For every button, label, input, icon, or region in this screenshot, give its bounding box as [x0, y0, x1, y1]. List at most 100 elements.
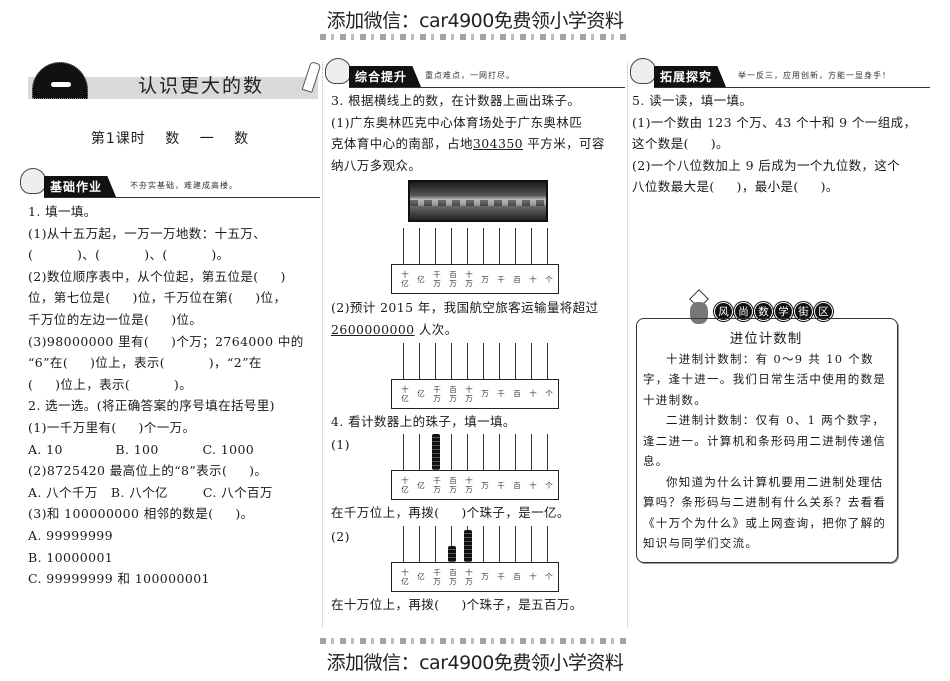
- underlined-number: 2600000000: [331, 321, 415, 337]
- abacus-rod: [419, 342, 420, 379]
- section-motto: 举一反三，应用创新，方能一显身手！: [738, 71, 891, 80]
- place-label: 十: [529, 389, 537, 399]
- cropped-text-line: [320, 34, 630, 40]
- place-label: 千万: [433, 384, 441, 403]
- section-header-extension: 拓展探究 举一反三，应用创新，方能一显身手！: [630, 58, 930, 88]
- place-label: 十亿: [401, 270, 409, 289]
- question-5: 5. 读一读，填一填。 (1)一个数由 123 个万、43 个十和 9 个一组成…: [630, 90, 930, 198]
- text-line: (2)预计 2015 年，我国航空旅客运输量将超过: [331, 300, 599, 316]
- abacus-counter[interactable]: 十亿亿千万百万十万万千百十个: [391, 228, 559, 295]
- abacus-rod: [547, 434, 548, 471]
- place-label: 万: [481, 274, 489, 284]
- column-divider: [322, 62, 323, 627]
- abacus-rods: [391, 342, 559, 379]
- abacus-rod: [483, 434, 484, 471]
- place-label: 百: [513, 572, 521, 582]
- text-line: 位，第七位是( )位，千万位在第( )位，: [28, 290, 287, 306]
- pencil-icon: [301, 61, 322, 93]
- abacus-rod: [531, 342, 532, 379]
- abacus-rod: [515, 434, 516, 471]
- mascot-icon: [20, 168, 46, 194]
- text-line: (2)数位顺序表中，从个位起，第五位是( ): [28, 268, 286, 284]
- place-label: 百万: [449, 270, 457, 289]
- header-circles: 风 尚 数 学 街 区: [714, 301, 833, 321]
- option-line: A. 10 B. 100 C. 1000: [28, 441, 255, 457]
- header-char: 街: [794, 301, 813, 321]
- text-line: (1)广东奥林匹克中心体育场处于广东奥林匹: [331, 114, 583, 130]
- header-char: 数: [754, 301, 773, 321]
- watermark-top: 添加微信：car4900免费领小学资料: [326, 10, 624, 32]
- text-line: “6”在( )位上，表示( )，“2”在: [28, 355, 262, 371]
- abacus-rod: [531, 525, 532, 562]
- abacus-counter: 十亿亿千万百万十万万千百十个: [391, 525, 559, 592]
- place-label: 十亿: [401, 567, 409, 586]
- place-label: 百: [513, 389, 521, 399]
- abacus-rod: [403, 525, 404, 562]
- unit-number-badge: [32, 62, 88, 99]
- place-label: 千: [497, 389, 505, 399]
- abacus-rods: [391, 228, 559, 265]
- question-3: 3. 根据横线上的数，在计数器上画出珠子。 (1)广东奥林匹克中心体育场处于广东…: [325, 90, 625, 409]
- place-label: 千: [497, 572, 505, 582]
- lesson-title-part: 数: [234, 131, 250, 147]
- place-label: 万: [481, 572, 489, 582]
- place-label: 个: [545, 480, 553, 490]
- section-motto: 不夯实基础，难建成高楼。: [130, 181, 238, 190]
- place-label: 亿: [417, 572, 425, 582]
- place-label: 亿: [417, 389, 425, 399]
- right-column: 拓展探究 举一反三，应用创新，方能一显身手！ 5. 读一读，填一填。 (1)一个…: [630, 58, 930, 563]
- abacus-rods: [391, 525, 559, 562]
- place-label: 十万: [465, 270, 473, 289]
- place-label: 十万: [465, 476, 473, 495]
- abacus-rod: [547, 525, 548, 562]
- text-line: (1)一个数由 123 个万、43 个十和 9 个一组成，: [632, 114, 917, 130]
- abacus-counter: 十亿亿千万百万十万万千百十个: [391, 434, 559, 501]
- bead-stack: [431, 434, 440, 471]
- question-title: 5. 读一读，填一填。: [632, 93, 753, 108]
- section-motto: 重点难点，一网打尽。: [425, 71, 515, 80]
- place-label: 十: [529, 274, 537, 284]
- abacus-rod: [467, 434, 468, 471]
- lesson-title-part: 数: [165, 131, 181, 147]
- abacus-rod: [419, 525, 420, 562]
- abacus-rod: [515, 342, 516, 379]
- abacus-rod: [499, 228, 500, 265]
- abacus-rod: [403, 342, 404, 379]
- info-paragraph: 十进制计数制：有 0～9 共 10 个数字，逢十进一。我们日常生活中使用的数是十…: [643, 351, 887, 407]
- mascot-icon: [325, 58, 351, 84]
- text-span: 人次。: [414, 321, 458, 337]
- header-char: 风: [714, 301, 733, 321]
- abacus-rod: [403, 434, 404, 471]
- lesson-label: 第1课时: [90, 131, 146, 147]
- abacus-rod: [515, 525, 516, 562]
- unit-header: 认识更大的数: [20, 58, 322, 104]
- section-header-comprehensive: 综合提升 重点难点，一网打尽。: [325, 58, 625, 88]
- text-line: 克体育中心的南部，占地304350 平方米，可容: [331, 133, 625, 155]
- section-rule: [654, 87, 930, 88]
- bead-stack: [463, 529, 472, 562]
- place-label: 十亿: [401, 384, 409, 403]
- abacus-counter[interactable]: 十亿亿千万百万十万万千百十个: [391, 342, 559, 409]
- place-label: 千: [497, 480, 505, 490]
- question-title: 3. 根据横线上的数，在计数器上画出珠子。: [331, 93, 581, 108]
- abacus-rod: [547, 342, 548, 379]
- place-label: 百: [513, 274, 521, 284]
- place-label: 千万: [433, 270, 441, 289]
- abacus-rod: [403, 228, 404, 265]
- info-paragraph: 二进制计数制：仅有 0、1 两个数字，逢二进一。计算机和条形码用二进制传递信息。: [643, 413, 887, 469]
- text-line: 2. 选一选。(将正确答案的序号填在括号里): [28, 398, 275, 414]
- place-label: 百万: [449, 384, 457, 403]
- abacus-rod: [531, 434, 532, 471]
- text-span: 平方米，可容: [523, 136, 605, 152]
- text-line: ( )位上，表示( )。: [28, 376, 193, 392]
- place-label: 千: [497, 274, 505, 284]
- abacus-rod: [451, 434, 452, 471]
- abacus-rod: [483, 228, 484, 265]
- fashion-math-street-header: 风 尚 数 学 街 区: [630, 289, 930, 324]
- abacus-rod: [451, 342, 452, 379]
- place-label: 万: [481, 480, 489, 490]
- abacus-rod: [531, 228, 532, 265]
- place-label: 百万: [449, 567, 457, 586]
- info-title: 进位计数制: [729, 330, 803, 347]
- place-label: 十万: [465, 384, 473, 403]
